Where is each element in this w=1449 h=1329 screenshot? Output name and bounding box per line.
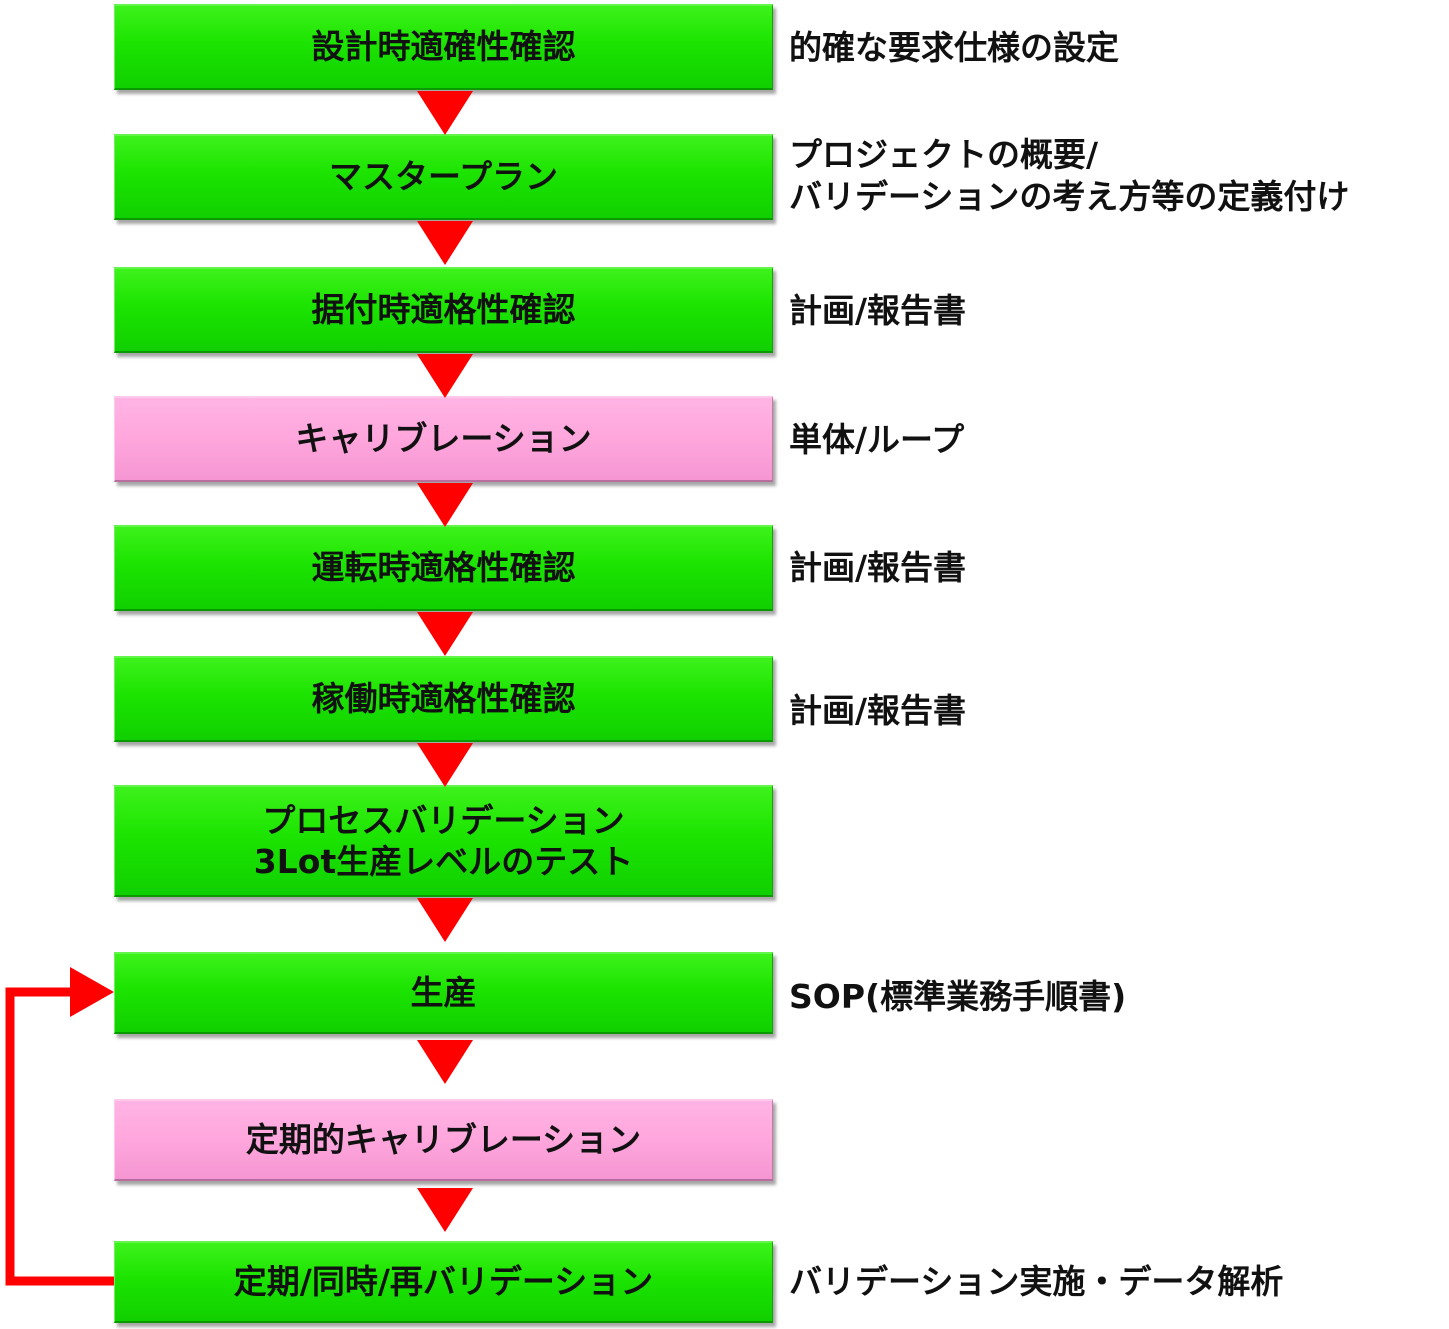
step-label: 運転時適格性確認 — [311, 548, 576, 588]
arrow-head — [417, 91, 473, 135]
step-label: 据付時適格性確認 — [311, 290, 576, 330]
step-note-performance-qualification: 計画/報告書 — [789, 690, 966, 732]
flow-arrow-down — [417, 483, 473, 527]
flow-arrow-down — [417, 612, 473, 656]
note-line: バリデーションの考え方等の定義付け — [789, 176, 1350, 216]
step-note-production: SOP(標準業務手順書) — [789, 976, 1126, 1018]
step-installation-qualification: 据付時適格性確認 — [114, 267, 773, 353]
step-production: 生産 — [114, 952, 773, 1034]
step-revalidation: 定期/同時/再バリデーション — [114, 1241, 773, 1323]
note-line: SOP(標準業務手順書) — [789, 977, 1127, 1016]
feedback-loop-arrowhead — [70, 967, 114, 1017]
step-periodic-calibration: 定期的キャリブレーション — [114, 1099, 773, 1181]
step-label: 定期的キャリブレーション — [245, 1120, 642, 1160]
note-line: 計画/報告書 — [789, 291, 967, 330]
step-master-plan: マスタープラン — [114, 134, 773, 220]
step-performance-qualification: 稼働時適格性確認 — [114, 656, 773, 742]
step-label: 生産 — [410, 973, 477, 1013]
arrow-head — [417, 612, 473, 656]
step-label: キャリブレーション — [295, 419, 592, 459]
flow-arrow-down — [417, 1040, 473, 1084]
step-design-qualification: 設計時適確性確認 — [114, 4, 773, 90]
step-note-revalidation: バリデーション実施・データ解析 — [789, 1261, 1283, 1303]
step-note-design-qualification: 的確な要求仕様の設定 — [789, 27, 1119, 69]
step-note-master-plan: プロジェクトの概要/バリデーションの考え方等の定義付け — [789, 134, 1349, 217]
arrow-head — [417, 1040, 473, 1084]
step-label: 定期/同時/再バリデーション — [233, 1262, 654, 1302]
note-line: 計画/報告書 — [789, 691, 967, 730]
step-label: 設計時適確性確認 — [311, 27, 576, 67]
note-line: バリデーション実施・データ解析 — [789, 1262, 1284, 1301]
step-label: プロセスバリデーション — [262, 800, 625, 840]
step-note-calibration: 単体/ループ — [789, 419, 964, 461]
arrow-head — [417, 1188, 473, 1232]
step-label: マスタープラン — [328, 157, 559, 197]
step-label: 3Lot生産レベルのテスト — [253, 842, 634, 881]
flow-arrow-down — [417, 221, 473, 265]
flow-arrow-down — [417, 743, 473, 787]
arrow-head — [417, 483, 473, 527]
arrow-head — [417, 221, 473, 265]
arrow-head — [417, 354, 473, 398]
note-line: プロジェクトの概要/ — [789, 135, 1099, 174]
step-label: 稼働時適格性確認 — [311, 679, 576, 719]
step-calibration: キャリブレーション — [114, 396, 773, 482]
feedback-loop-line — [5, 987, 114, 1286]
flow-arrow-down — [417, 91, 473, 135]
step-note-operational-qualification: 計画/報告書 — [789, 547, 966, 589]
note-line: 単体/ループ — [789, 420, 965, 459]
arrow-head — [417, 898, 473, 942]
note-line: 計画/報告書 — [789, 548, 967, 587]
arrow-head — [417, 743, 473, 787]
note-line: 的確な要求仕様の設定 — [789, 28, 1119, 67]
flow-arrow-down — [417, 898, 473, 942]
step-note-installation-qualification: 計画/報告書 — [789, 290, 966, 332]
step-operational-qualification: 運転時適格性確認 — [114, 525, 773, 611]
flow-arrow-down — [417, 354, 473, 398]
flow-arrow-down — [417, 1188, 473, 1232]
